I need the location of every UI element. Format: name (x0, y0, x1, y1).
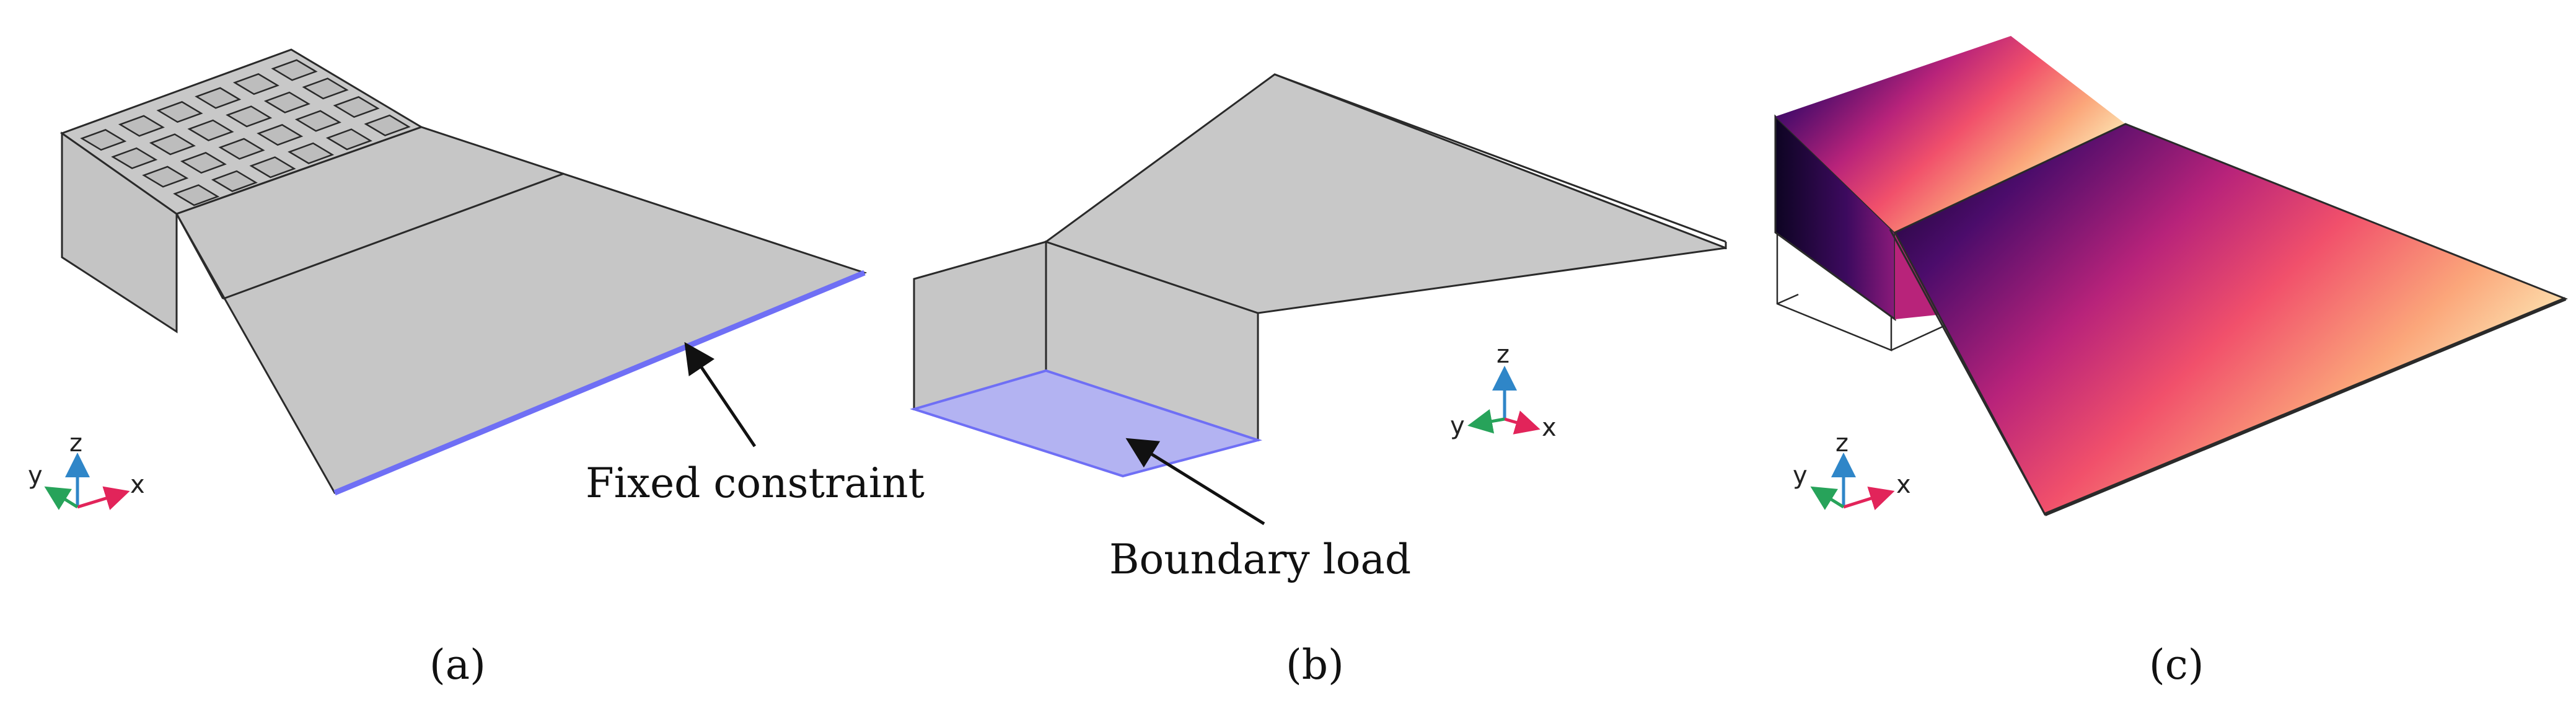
grid-hole (142, 166, 189, 188)
caption-c: (c) (2149, 641, 2204, 689)
svg-text:z: z (1835, 429, 1848, 457)
boundary-load-label: Boundary load (1109, 536, 1411, 583)
boundary-load-face (910, 369, 1263, 478)
grid-hole (257, 124, 304, 146)
grid-hole (232, 73, 279, 95)
axis-triad-c: z x y (1793, 429, 1911, 511)
axis-x-label: x (130, 470, 145, 499)
panel-a: Fixed constraint z x y (a) (28, 48, 925, 689)
svg-text:z: z (1497, 340, 1510, 369)
grid-hole (80, 129, 127, 151)
caption-a: (a) (429, 641, 486, 689)
grid-hole (111, 147, 158, 169)
wedge-fold-line (222, 172, 565, 300)
fixed-constraint-arrow (684, 342, 757, 448)
grid-hole (226, 105, 273, 128)
grid-hole (195, 87, 242, 109)
grid-hole (333, 96, 380, 118)
axis-y-label: y (28, 461, 43, 490)
axis-z-label: z (69, 429, 82, 457)
panel-c: z x y (c) (1774, 36, 2568, 689)
grid-hole (156, 101, 203, 123)
deformed-box-top (1775, 36, 2125, 232)
fixed-constraint-edge (333, 270, 866, 496)
grid-hole (288, 142, 335, 164)
grid-hole (294, 110, 341, 132)
grid-hole (325, 128, 372, 151)
fixed-constraint-label: Fixed constraint (586, 459, 925, 507)
svg-text:x: x (1542, 413, 1557, 442)
grid-hole (364, 114, 411, 136)
axis-triad-a: z x y (28, 429, 145, 510)
hole-grid (80, 59, 411, 206)
grid-hole (218, 138, 265, 160)
grid-hole (263, 91, 310, 113)
grid-hole (211, 170, 258, 192)
grid-hole (149, 133, 196, 156)
grid-hole (249, 156, 296, 179)
svg-text:x: x (1896, 470, 1911, 499)
boundary-load-arrow (1125, 438, 1265, 526)
panel-b: Boundary load z x y (b) (910, 73, 1727, 689)
grid-hole (271, 59, 318, 81)
grid-hole (187, 119, 234, 141)
caption-b: (b) (1286, 641, 1344, 689)
grid-hole (302, 77, 349, 100)
grid-hole (173, 184, 220, 206)
grid-hole (118, 115, 165, 137)
wedge-plate-a (175, 126, 868, 494)
grid-hole (180, 152, 227, 174)
svg-text:y: y (1793, 461, 1808, 490)
svg-text:y: y (1450, 412, 1465, 440)
axis-triad-b: z x y (1450, 340, 1557, 442)
